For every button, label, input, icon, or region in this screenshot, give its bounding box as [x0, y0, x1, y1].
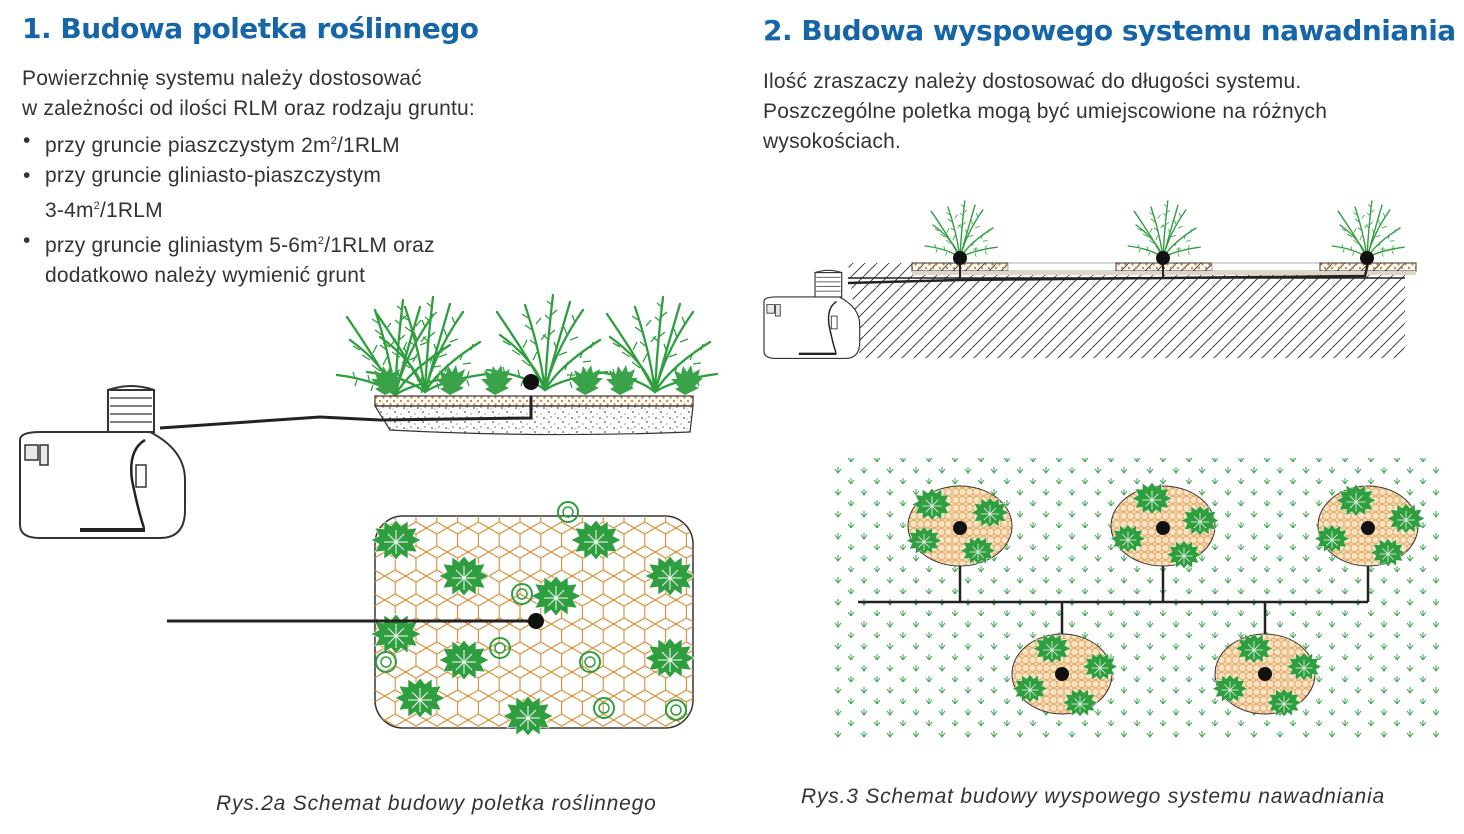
section2-intro: Ilość zraszaczy należy dostosować do dłu… [763, 67, 1327, 157]
bullet-item: przy gruncie gliniastym 5-6m2/1RLM orazd… [22, 226, 582, 291]
fig2a-side-view [18, 293, 719, 540]
section1-intro-line2: w zależności od ilości RLM oraz rodzaju … [22, 97, 475, 120]
section2-intro-line1: Ilość zraszaczy należy dostosować do dłu… [763, 70, 1302, 93]
plant-icon [924, 200, 1405, 259]
bullet-item: przy gruncie gliniasto-piaszczystym3-4m2… [22, 161, 582, 226]
section1-bullet-list: przy gruncie piaszczystym 2m2/1RLM przy … [22, 126, 582, 291]
sand-layer [373, 405, 694, 436]
figure-caption-2a: Rys.2a Schemat budowy poletka roślinnego [216, 792, 657, 815]
fig3-top-view [832, 458, 1442, 738]
section1-intro-line1: Powierzchnię systemu należy dostosować [22, 67, 422, 90]
bullet-item: przy gruncie piaszczystym 2m2/1RLM [22, 126, 582, 161]
figure-caption-3: Rys.3 Schemat budowy wyspowego systemu n… [801, 785, 1385, 808]
sprinkler-icon [953, 521, 1375, 681]
sprinkler-icon [523, 374, 539, 390]
sprinkler-icon [528, 613, 544, 629]
septic-tank-icon [18, 384, 187, 540]
section2-title: 2. Budowa wyspowego systemu nawadniania [763, 14, 1456, 47]
supply-pipe [159, 396, 533, 430]
section2-intro-line2: Poszczególne poletka mogą być umiejscowi… [763, 100, 1328, 123]
gravel-layer [374, 395, 694, 407]
fig3-side-view [763, 200, 1417, 360]
sprinkler-icon [953, 251, 1374, 265]
septic-tank-icon [763, 269, 861, 360]
section2-intro-line3: wysokościach. [763, 130, 901, 153]
section1-intro: Powierzchnię systemu należy dostosować w… [22, 64, 475, 124]
fig2a-top-view [167, 501, 696, 737]
section1-title: 1. Budowa poletka roślinnego [22, 12, 479, 45]
